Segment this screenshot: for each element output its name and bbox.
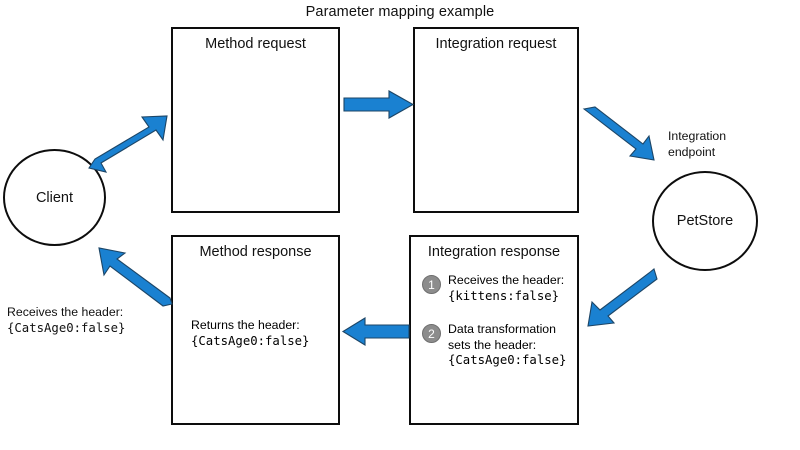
- arrow-method-response-to-client-icon: [98, 247, 173, 307]
- label-integration-endpoint-line2: endpoint: [668, 144, 716, 159]
- arrow-petstore-to-integration-response-icon: [587, 268, 658, 327]
- node-petstore: PetStore: [652, 171, 758, 271]
- box-method-response-title: Method response: [199, 244, 312, 260]
- box-method-request-title: Method request: [205, 36, 306, 52]
- box-method-request: Method request: [171, 27, 340, 213]
- step-1-line2: {kittens:false}: [448, 288, 560, 303]
- step-2-line2: sets the header:: [448, 337, 537, 352]
- step-number-badge-2: 2: [422, 324, 441, 343]
- arrow-integration-response-to-method-response-icon: [341, 317, 410, 346]
- box-integration-response-title: Integration response: [427, 244, 561, 260]
- step-2-line1: Data transformation: [448, 322, 556, 336]
- node-client-label: Client: [35, 189, 74, 206]
- node-client: Client: [3, 149, 106, 246]
- integration-response-step-1: 1 Receives the header: {kittens:false}: [422, 273, 564, 304]
- step-2-line3: {CatsAge0:false}: [448, 353, 567, 367]
- arrow-integration-request-to-petstore-icon: [582, 106, 655, 161]
- diagram-title: Parameter mapping example: [305, 4, 495, 20]
- method-response-body-line1: Returns the header:: [191, 318, 300, 332]
- step-number-badge-1: 1: [422, 275, 441, 294]
- box-integration-request-title: Integration request: [435, 36, 557, 52]
- node-petstore-label: PetStore: [676, 213, 734, 229]
- integration-response-step-2: 2 Data transformation sets the header: {…: [422, 322, 566, 369]
- method-response-body-line2: {CatsAge0:false}: [191, 333, 310, 348]
- method-response-body: Returns the header: {CatsAge0:false}: [191, 318, 309, 349]
- arrow-method-request-to-integration-request-icon: [343, 90, 415, 119]
- step-text-2: Data transformation sets the header: {Ca…: [448, 322, 566, 369]
- box-integration-response: Integration response 1 Receives the head…: [409, 235, 579, 425]
- label-integration-endpoint: Integration endpoint: [668, 129, 726, 160]
- arrow-client-to-method-request-icon: [88, 115, 168, 173]
- caption-client-receives-header: Receives the header: {CatsAge0:false}: [7, 305, 125, 336]
- caption-client-receives-line1: Receives the header:: [7, 305, 124, 319]
- step-text-1: Receives the header: {kittens:false}: [448, 273, 564, 304]
- label-integration-endpoint-line1: Integration: [668, 129, 727, 143]
- box-method-response: Method response Returns the header: {Cat…: [171, 235, 340, 425]
- caption-client-receives-line2: {CatsAge0:false}: [7, 320, 126, 335]
- step-1-line1: Receives the header:: [448, 273, 565, 287]
- box-integration-request: Integration request: [413, 27, 579, 213]
